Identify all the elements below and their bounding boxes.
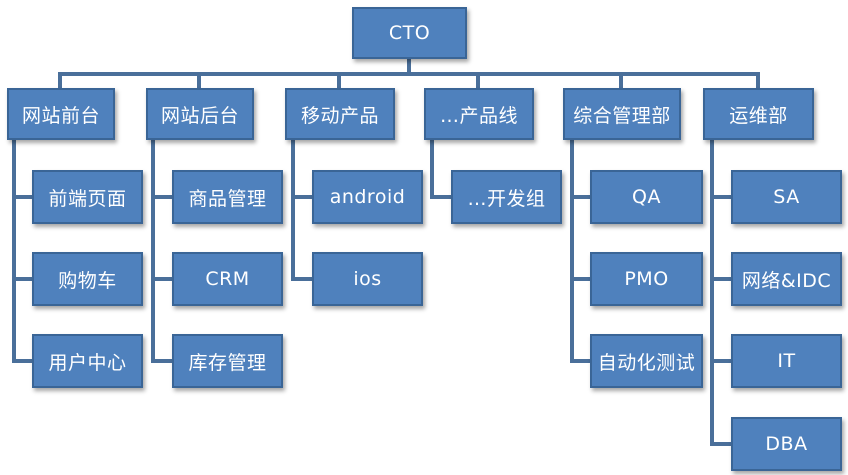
org-node-mobile-products: 移动产品	[285, 88, 395, 140]
org-node-dba: DBA	[731, 417, 842, 471]
org-node-shopping-cart: 购物车	[32, 252, 143, 306]
org-node-network-idc: 网络&IDC	[731, 252, 842, 306]
org-node-crm: CRM	[172, 252, 283, 306]
org-node-ios: ios	[312, 252, 423, 306]
org-node-it: IT	[731, 334, 842, 388]
org-node-website-backend: 网站后台	[146, 88, 254, 140]
org-node-pmo: PMO	[590, 252, 703, 306]
org-node-dev-team: …开发组	[451, 170, 562, 224]
org-node-automated-testing: 自动化测试	[590, 334, 703, 388]
org-node-product-line: …产品线	[424, 88, 534, 140]
org-node-android: android	[312, 170, 423, 224]
org-node-sa: SA	[731, 170, 842, 224]
org-node-product-management: 商品管理	[172, 170, 283, 224]
org-node-operations: 运维部	[703, 88, 814, 140]
org-node-website-frontend: 网站前台	[7, 88, 115, 140]
org-node-inventory-management: 库存管理	[172, 334, 283, 388]
org-node-qa: QA	[590, 170, 703, 224]
org-node-cto: CTO	[352, 7, 467, 59]
org-node-user-center: 用户中心	[32, 334, 143, 388]
org-node-general-management: 综合管理部	[563, 88, 681, 140]
org-node-frontend-pages: 前端页面	[32, 170, 143, 224]
